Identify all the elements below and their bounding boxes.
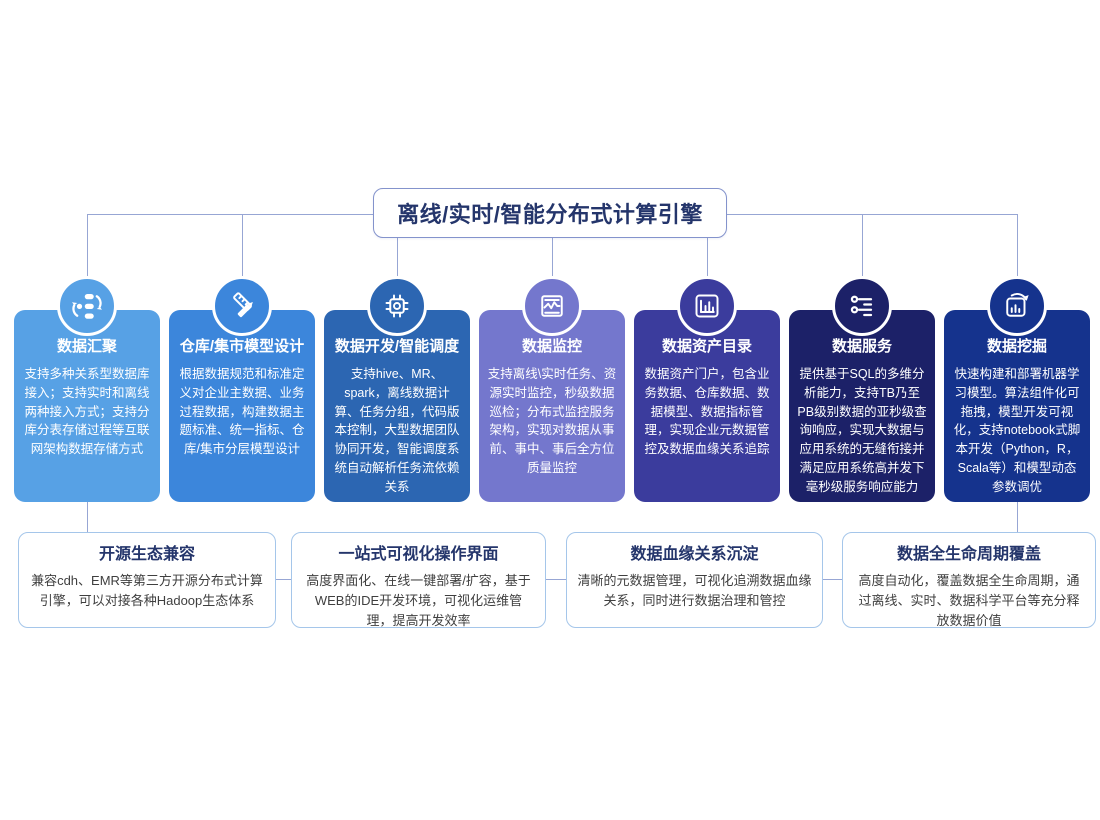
pillar-data-service: 数据服务 提供基于SQL的多维分析能力，支持TB乃至PB级别数据的亚秒级查询响应…: [789, 276, 935, 502]
feature-visual-interface: 一站式可视化操作界面 高度界面化、在线一键部署/扩容，基于WEB的IDE开发环境…: [291, 532, 546, 628]
pillar-card: 数据汇聚 支持多种关系型数据库接入；支持实时和离线两种接入方式；支持分库分表存储…: [14, 310, 160, 502]
pillar-card: 数据服务 提供基于SQL的多维分析能力，支持TB乃至PB级别数据的亚秒级查询响应…: [789, 310, 935, 502]
pillar-title: 仓库/集市模型设计: [179, 338, 305, 355]
pillar-card: 数据挖掘 快速构建和部署机器学习模型。算法组件化可拖拽，模型开发可视化，支持no…: [944, 310, 1090, 502]
feature-title: 一站式可视化操作界面: [338, 546, 499, 563]
pillar-desc: 支持多种关系型数据库接入；支持实时和离线两种接入方式；支持分库分表存储过程等互联…: [24, 367, 150, 456]
pillar-asset-catalog: 数据资产目录 数据资产门户，包含业务数据、仓库数据、数据模型、数据指标管理，实现…: [634, 276, 780, 502]
bar-chart-icon: [677, 276, 737, 336]
connector-line: [276, 579, 291, 580]
connector-line: [242, 214, 243, 277]
connector-line: [546, 579, 566, 580]
pillar-desc: 支持hive、MR、spark，离线数据计算、任务分组，代码版本控制，大型数据团…: [334, 367, 460, 494]
connector-line: [707, 236, 708, 277]
feature-open-source-compat: 开源生态兼容 兼容cdh、EMR等第三方开源分布式计算引擎，可以对接各种Hado…: [18, 532, 276, 628]
feature-desc: 高度界面化、在线一键部署/扩容，基于WEB的IDE开发环境，可视化运维管理，提高…: [306, 573, 531, 629]
pillar-title: 数据汇聚: [56, 338, 117, 355]
pillar-title: 数据监控: [521, 338, 582, 355]
sliders-icon: [832, 276, 892, 336]
connector-line: [87, 214, 373, 215]
connector-line: [87, 214, 88, 277]
feature-lifecycle-coverage: 数据全生命周期覆盖 高度自动化，覆盖数据全生命周期，通过离线、实时、数据科学平台…: [842, 532, 1096, 628]
diagram-title: 离线/实时/智能分布式计算引擎: [397, 202, 703, 227]
connector-line: [1017, 214, 1018, 277]
connector-line: [823, 579, 842, 580]
connector-line: [87, 502, 88, 532]
chart-growth-icon: [987, 276, 1047, 336]
pillar-data-monitoring: 数据监控 支持离线\实时任务、资源实时监控，秒级数据巡检；分布式监控服务架构，实…: [479, 276, 625, 502]
connector-line: [725, 214, 1017, 215]
feature-desc: 清晰的元数据管理，可视化追溯数据血缘关系，同时进行数据治理和管控: [577, 573, 812, 609]
title-box: 离线/实时/智能分布式计算引擎: [373, 188, 727, 238]
pillar-card: 数据资产目录 数据资产门户，包含业务数据、仓库数据、数据模型、数据指标管理，实现…: [634, 310, 780, 502]
connector-line: [862, 214, 863, 277]
feature-desc: 兼容cdh、EMR等第三方开源分布式计算引擎，可以对接各种Hadoop生态体系: [31, 573, 263, 609]
pillar-title: 数据挖掘: [986, 338, 1047, 355]
connector-line: [397, 236, 398, 277]
pillar-desc: 根据数据规范和标准定义对企业主数据、业务过程数据，构建数据主题标准、统一指标、仓…: [179, 367, 305, 456]
connector-line: [552, 236, 553, 277]
feature-data-lineage: 数据血缘关系沉淀 清晰的元数据管理，可视化追溯数据血缘关系，同时进行数据治理和管…: [566, 532, 823, 628]
pillar-title: 数据开发/智能调度: [334, 338, 460, 355]
pillar-desc: 提供基于SQL的多维分析能力，支持TB乃至PB级别数据的亚秒级查询响应，实现大数…: [797, 367, 927, 494]
connector-line: [1017, 502, 1018, 532]
design-tools-icon: [212, 276, 272, 336]
monitor-pulse-icon: [522, 276, 582, 336]
feature-desc: 高度自动化，覆盖数据全生命周期，通过离线、实时、数据科学平台等充分释放数据价值: [858, 573, 1080, 629]
pillar-data-aggregation: 数据汇聚 支持多种关系型数据库接入；支持实时和离线两种接入方式；支持分库分表存储…: [14, 276, 160, 502]
pillar-desc: 快速构建和部署机器学习模型。算法组件化可拖拽，模型开发可视化，支持noteboo…: [953, 367, 1081, 494]
pillar-desc: 数据资产门户，包含业务数据、仓库数据、数据模型、数据指标管理，实现企业元数据管控…: [644, 367, 770, 456]
pillar-card: 数据开发/智能调度 支持hive、MR、spark，离线数据计算、任务分组，代码…: [324, 310, 470, 502]
pillar-model-design: 仓库/集市模型设计 根据数据规范和标准定义对企业主数据、业务过程数据，构建数据主…: [169, 276, 315, 502]
feature-title: 开源生态兼容: [98, 546, 195, 563]
data-sync-icon: [57, 276, 117, 336]
feature-title: 数据血缘关系沉淀: [630, 546, 759, 563]
pillar-data-mining: 数据挖掘 快速构建和部署机器学习模型。算法组件化可拖拽，模型开发可视化，支持no…: [944, 276, 1090, 502]
pillar-title: 数据资产目录: [661, 338, 752, 355]
pillar-card: 仓库/集市模型设计 根据数据规范和标准定义对企业主数据、业务过程数据，构建数据主…: [169, 310, 315, 502]
cpu-chip-icon: [367, 276, 427, 336]
pillar-desc: 支持离线\实时任务、资源实时监控，秒级数据巡检；分布式监控服务架构，实现对数据从…: [487, 367, 617, 475]
pillar-data-development: 数据开发/智能调度 支持hive、MR、spark，离线数据计算、任务分组，代码…: [324, 276, 470, 502]
pillar-title: 数据服务: [831, 338, 892, 355]
pillar-card: 数据监控 支持离线\实时任务、资源实时监控，秒级数据巡检；分布式监控服务架构，实…: [479, 310, 625, 502]
feature-title: 数据全生命周期覆盖: [896, 546, 1041, 563]
